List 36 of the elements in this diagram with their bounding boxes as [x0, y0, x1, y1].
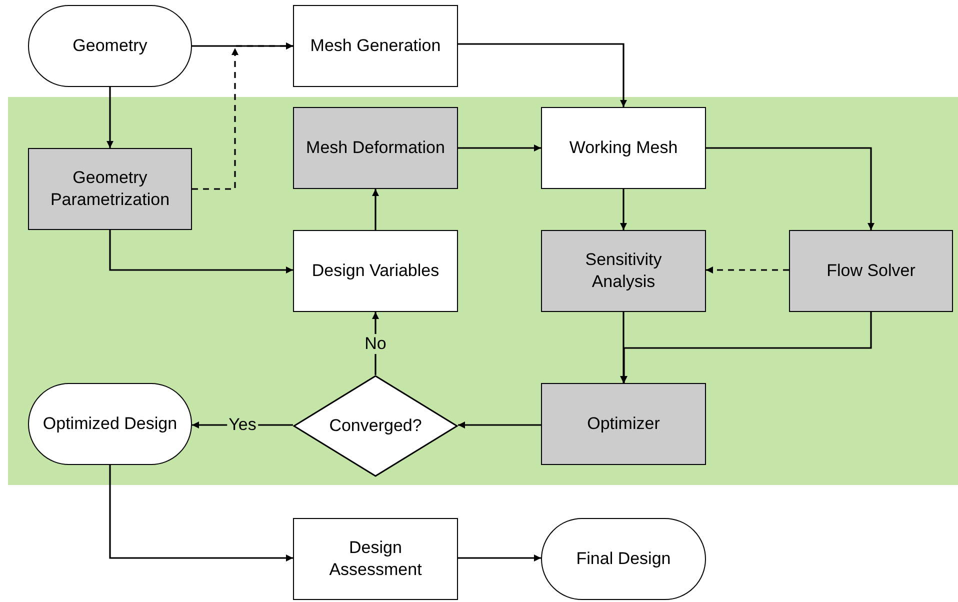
process-box	[541, 107, 706, 189]
node-label: Design Assessment	[328, 537, 423, 581]
arrow	[458, 144, 541, 152]
arrow	[458, 554, 541, 562]
node-label: Geometry Parametrization	[49, 167, 171, 211]
node-label: Final Design	[575, 548, 672, 570]
process-box	[293, 5, 458, 87]
arrow	[458, 43, 627, 107]
arrow	[109, 230, 293, 274]
node-label: Sensitivity Analysis	[584, 249, 663, 293]
node-label: Mesh Deformation	[305, 137, 446, 159]
dashed-arrow	[192, 42, 293, 190]
node-label: Converged?	[328, 415, 423, 437]
arrow	[106, 87, 114, 148]
node-label: Geometry	[72, 35, 148, 57]
process-box	[541, 383, 706, 465]
arrow	[620, 312, 627, 383]
decision-diamond	[293, 375, 458, 477]
process-box	[293, 230, 458, 312]
node-label: Working Mesh	[568, 137, 679, 159]
node-label: Optimized Design	[42, 413, 178, 435]
process-box	[789, 230, 953, 312]
node-label: Mesh Generation	[309, 35, 442, 57]
dashed-arrow	[706, 266, 789, 274]
process-box	[293, 518, 458, 600]
arrow	[458, 422, 541, 428]
process-box	[293, 107, 458, 189]
arrow	[372, 189, 379, 230]
node-label: Design Variables	[310, 260, 440, 282]
arrow	[620, 189, 627, 230]
arrow	[109, 465, 293, 562]
node-label: Flow Solver	[826, 260, 916, 282]
process-box	[28, 148, 192, 230]
arrow	[706, 147, 874, 230]
process-box	[541, 230, 706, 312]
node-label: Optimizer	[586, 413, 661, 435]
